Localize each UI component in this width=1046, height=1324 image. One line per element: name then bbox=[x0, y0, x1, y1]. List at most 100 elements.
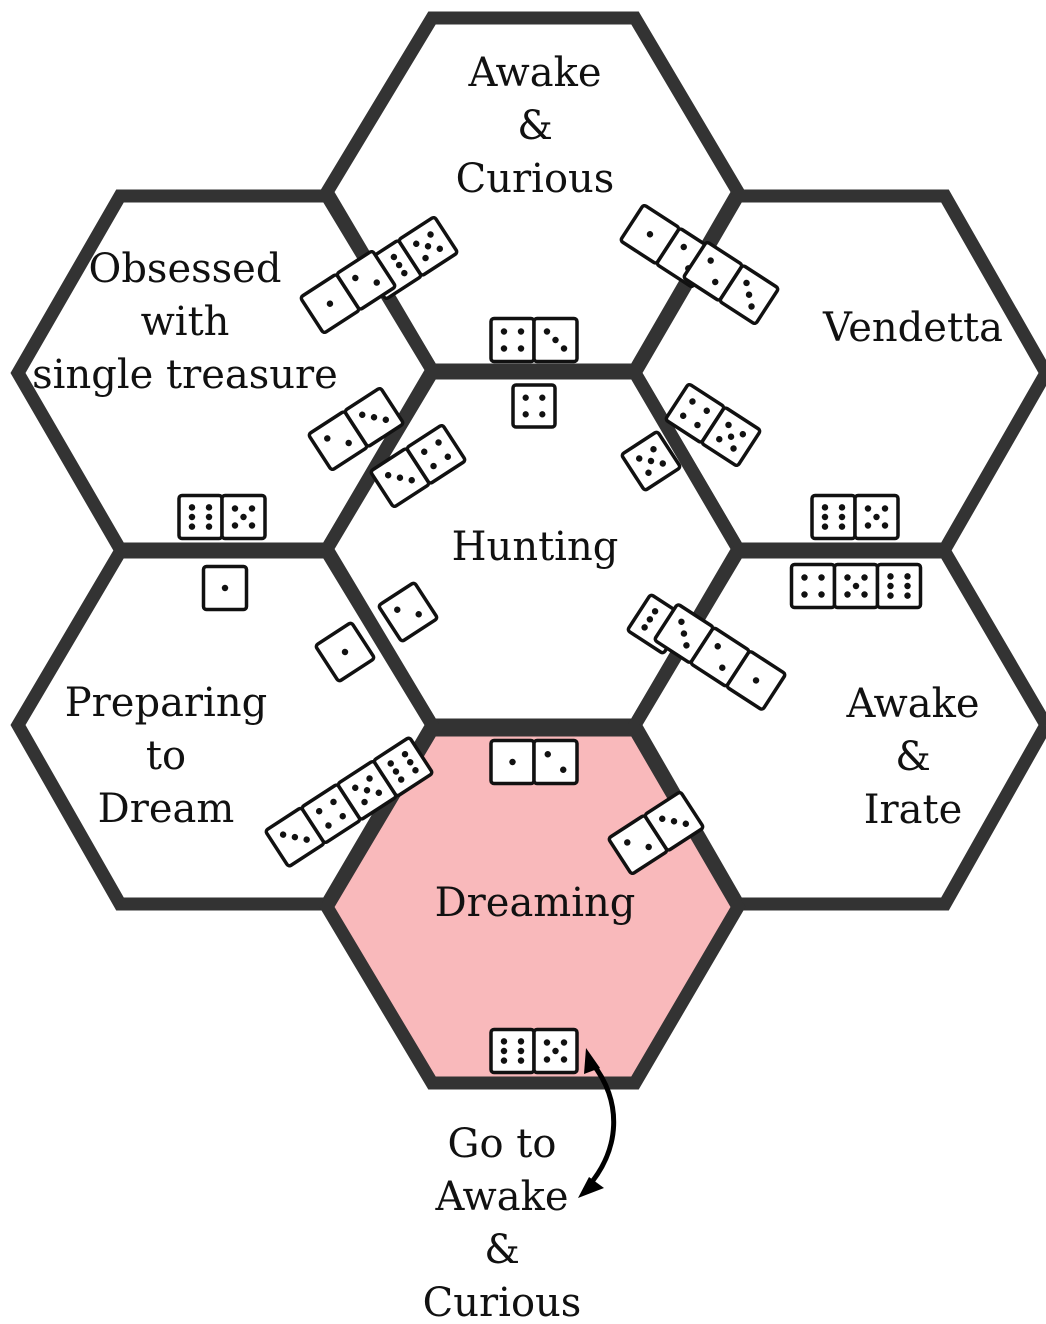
die-pip bbox=[444, 453, 452, 461]
die-pip bbox=[205, 513, 213, 521]
die-4 bbox=[489, 316, 536, 364]
die-face bbox=[177, 493, 224, 541]
dice-layer bbox=[177, 203, 923, 1075]
die-pip bbox=[326, 300, 334, 307]
die-pip bbox=[725, 421, 732, 429]
die-pip bbox=[436, 245, 444, 253]
dice-group-hunting-bottom bbox=[489, 738, 579, 786]
die-2 bbox=[532, 738, 579, 786]
dice-group-preparing-top bbox=[201, 564, 249, 612]
die-pip bbox=[517, 1047, 525, 1055]
die-pip bbox=[844, 591, 851, 598]
die-pip bbox=[887, 573, 894, 580]
die-pip bbox=[397, 776, 405, 783]
dice-group-hunting-right-upper bbox=[620, 430, 682, 492]
die-pip bbox=[396, 474, 404, 481]
die-pip bbox=[248, 522, 256, 529]
die-pip bbox=[394, 606, 401, 613]
die-pip bbox=[694, 421, 701, 429]
die-pip bbox=[904, 573, 911, 580]
die-pip bbox=[838, 523, 846, 530]
die-pip bbox=[646, 616, 654, 623]
die-pip bbox=[384, 471, 392, 479]
die-pip bbox=[291, 833, 299, 841]
die-pip bbox=[818, 574, 825, 581]
die-pip bbox=[904, 582, 911, 590]
die-pip bbox=[366, 775, 373, 782]
die-3 bbox=[532, 316, 579, 364]
die-face bbox=[489, 316, 536, 364]
die-pip bbox=[861, 574, 868, 581]
die-4 bbox=[511, 383, 557, 429]
die-5 bbox=[620, 430, 682, 492]
die-face bbox=[875, 562, 923, 610]
die-face bbox=[372, 736, 434, 798]
die-pip bbox=[279, 831, 287, 838]
die-pip bbox=[679, 412, 687, 420]
die-pip bbox=[887, 582, 894, 590]
cell-label-preparing: Preparing bbox=[65, 680, 267, 726]
die-pip bbox=[413, 240, 420, 248]
die-pip bbox=[650, 445, 657, 453]
die-6 bbox=[875, 562, 923, 610]
die-pip bbox=[412, 767, 419, 774]
footer-line: Awake bbox=[434, 1174, 568, 1220]
die-pip bbox=[645, 469, 652, 477]
die-pip bbox=[500, 345, 508, 352]
die-pip bbox=[188, 504, 196, 511]
die-pip bbox=[539, 411, 546, 418]
die-pip bbox=[415, 611, 422, 618]
die-pip bbox=[231, 505, 239, 512]
dice-group-preparing-right bbox=[264, 736, 434, 868]
die-5 bbox=[700, 406, 762, 468]
die-pip bbox=[407, 759, 414, 766]
die-pip bbox=[401, 269, 408, 277]
die-pip bbox=[861, 591, 868, 598]
die-pip bbox=[517, 345, 525, 352]
die-pip bbox=[382, 416, 390, 424]
die-pip bbox=[852, 582, 860, 590]
die-pip bbox=[719, 664, 726, 671]
die-pip bbox=[522, 394, 529, 401]
cell-label-hunting: Hunting bbox=[452, 524, 619, 570]
die-pip bbox=[303, 836, 310, 843]
die-pip bbox=[188, 513, 196, 521]
die-pip bbox=[678, 618, 685, 626]
die-pip bbox=[422, 254, 429, 262]
die-pip bbox=[714, 643, 721, 650]
cell-label-awake-irate: Awake bbox=[845, 681, 979, 727]
die-4 bbox=[405, 423, 467, 485]
cell-label-awake-irate: & bbox=[895, 734, 931, 780]
die-pip bbox=[248, 505, 256, 512]
die-pip bbox=[240, 513, 247, 521]
die-3 bbox=[718, 264, 780, 326]
die-pip bbox=[552, 336, 559, 344]
die-pip bbox=[430, 462, 437, 470]
die-pip bbox=[752, 677, 760, 684]
die-pip bbox=[231, 522, 239, 529]
die-5 bbox=[853, 493, 900, 541]
die-pip bbox=[659, 815, 666, 823]
cell-label-preparing: to bbox=[146, 733, 186, 779]
arrow-head-top bbox=[584, 1048, 600, 1074]
die-pip bbox=[517, 1038, 525, 1045]
dice-group-obsessed-lower-right bbox=[369, 423, 467, 509]
die-pip bbox=[370, 414, 378, 421]
die-6 bbox=[810, 493, 857, 541]
dice-group-obsessed-upper-right bbox=[299, 249, 397, 335]
dice-group-awake-irate-left bbox=[653, 603, 787, 711]
cell-label-vendetta: Vendetta bbox=[822, 305, 1003, 351]
dice-group-vendetta-upper-left bbox=[682, 240, 780, 326]
cell-label-awake-irate: Irate bbox=[864, 787, 963, 833]
die-pip bbox=[221, 584, 229, 592]
die-pip bbox=[517, 328, 525, 335]
die-pip bbox=[395, 261, 403, 269]
dice-group-awake-curious-bottom bbox=[489, 316, 579, 364]
die-pip bbox=[844, 574, 851, 581]
die-pip bbox=[435, 439, 442, 446]
die-3 bbox=[343, 386, 405, 448]
die-pip bbox=[205, 504, 213, 511]
cell-label-awake-curious: Curious bbox=[456, 156, 615, 202]
